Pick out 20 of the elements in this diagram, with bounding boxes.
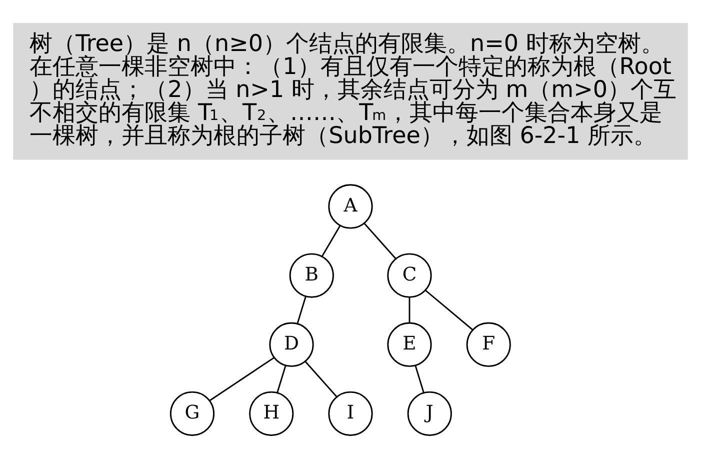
- connector: [408, 297, 410, 323]
- node-circle: D: [269, 322, 314, 367]
- connector: [304, 360, 338, 397]
- node-box: 树（Tree）是 n（n≥0）个结点的有限集。n=0 时称为空树。在任意一棵非空树中：（1）有且仅有一个特定的称为根（Root）的结点；（2）当 n>1 时，其余结点可分为 m（m>0）个互不相交的有限集 T1、T2、……、Tm，其中每一个集合本身又是一棵树，并且称为根的子树（SubTree），如图 6-2-1 所示。: [13, 23, 688, 160]
- node-circle: H: [249, 391, 294, 436]
- connector: [321, 226, 340, 257]
- node-circle: C: [387, 253, 432, 298]
- connector: [364, 222, 396, 259]
- node-circle: I: [328, 391, 373, 436]
- node-circle: F: [466, 322, 511, 367]
- node-circle: B: [289, 253, 334, 298]
- node-circle: E: [387, 322, 432, 367]
- connector: [296, 296, 306, 324]
- connector: [210, 356, 275, 401]
- connector: [276, 365, 286, 393]
- connector: [414, 365, 424, 393]
- connector: [425, 290, 474, 330]
- node-circle: A: [328, 184, 373, 229]
- node-circle: G: [170, 391, 215, 436]
- node-circle: J: [407, 391, 452, 436]
